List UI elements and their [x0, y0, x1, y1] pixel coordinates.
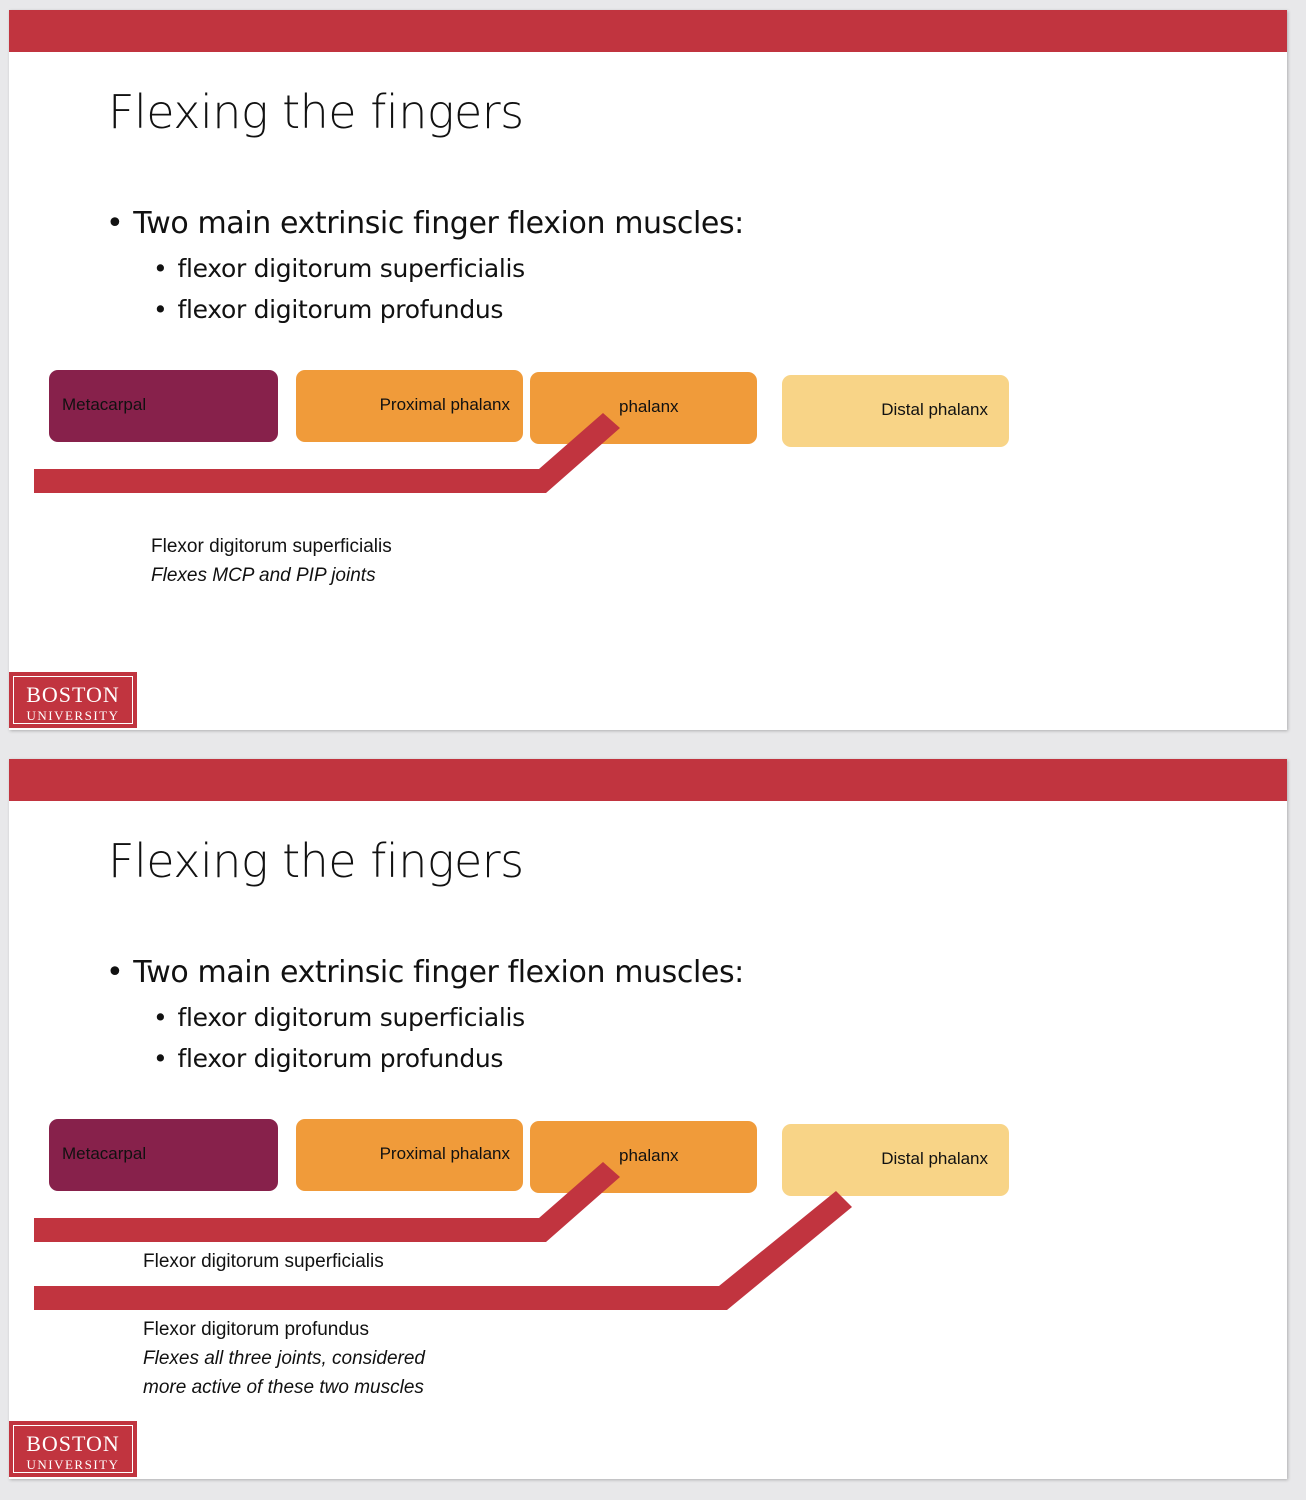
boston-university-logo: BOSTON UNIVERSITY — [9, 672, 137, 728]
slide-1: Flexing the fingers • Two main extrinsic … — [9, 10, 1287, 730]
bone-distal-phalanx: Distal phalanx — [782, 1124, 1009, 1196]
slide-title: Flexing the fingers — [108, 834, 524, 888]
bone-middle-phalanx: phalanx — [530, 1121, 757, 1193]
bone-metacarpal: Metacarpal — [49, 370, 278, 442]
main-bullet: • Two main extrinsic finger flexion muscl… — [106, 206, 744, 241]
bullet-dot: • — [153, 1003, 168, 1032]
sub-bullet-text: flexor digitorum superficialis — [177, 1003, 525, 1032]
sub-bullet-profundus: • flexor digitorum profundus — [153, 1044, 503, 1073]
slide-title: Flexing the fingers — [108, 85, 524, 139]
sub-bullet-superficialis: • flexor digitorum superficialis — [153, 1003, 525, 1032]
sub-bullet-text: flexor digitorum profundus — [177, 1044, 504, 1073]
caption-superficialis: Flexor digitorum superficialis Flexes MC… — [151, 532, 392, 590]
main-bullet-text: Two main extrinsic finger flexion muscle… — [133, 206, 744, 241]
bullet-dot: • — [106, 955, 124, 990]
main-bullet-text: Two main extrinsic finger flexion muscle… — [133, 955, 744, 990]
bone-label: phalanx — [619, 397, 679, 416]
header-bar — [9, 759, 1287, 801]
bone-label: Proximal phalanx — [379, 1144, 510, 1163]
main-bullet: • Two main extrinsic finger flexion muscl… — [106, 955, 744, 990]
caption-superficialis: Flexor digitorum superficialis — [143, 1247, 384, 1276]
caption-profundus: Flexor digitorum profundus Flexes all th… — [143, 1315, 425, 1402]
bone-label: Metacarpal — [62, 1144, 147, 1163]
bullet-dot: • — [153, 295, 168, 324]
bone-label: Proximal phalanx — [379, 395, 510, 414]
caption-profundus-desc-1: Flexes all three joints, considered — [143, 1348, 425, 1369]
header-bar — [9, 10, 1287, 52]
sub-bullet-text: flexor digitorum profundus — [177, 295, 504, 324]
slide-2: Flexing the fingers • Two main extrinsic … — [9, 759, 1287, 1479]
caption-profundus-desc-2: more active of these two muscles — [143, 1377, 424, 1398]
bone-proximal-phalanx: Proximal phalanx — [296, 370, 523, 442]
bullet-dot: • — [153, 254, 168, 283]
bone-distal-phalanx: Distal phalanx — [782, 375, 1009, 447]
sub-bullet-superficialis: • flexor digitorum superficialis — [153, 254, 525, 283]
caption-superficialis-name: Flexor digitorum superficialis — [151, 536, 392, 557]
bone-label: Metacarpal — [62, 395, 147, 414]
bullet-dot: • — [106, 206, 124, 241]
bone-metacarpal: Metacarpal — [49, 1119, 278, 1191]
sub-bullet-profundus: • flexor digitorum profundus — [153, 295, 503, 324]
bullet-dot: • — [153, 1044, 168, 1073]
caption-superficialis-desc: Flexes MCP and PIP joints — [151, 565, 376, 586]
bone-label: phalanx — [619, 1146, 679, 1165]
bone-label: Distal phalanx — [881, 1149, 988, 1168]
sub-bullet-text: flexor digitorum superficialis — [177, 254, 525, 283]
caption-superficialis-name: Flexor digitorum superficialis — [143, 1251, 384, 1272]
bone-label: Distal phalanx — [881, 400, 988, 419]
caption-profundus-name: Flexor digitorum profundus — [143, 1319, 369, 1340]
bone-middle-phalanx: phalanx — [530, 372, 757, 444]
bone-proximal-phalanx: Proximal phalanx — [296, 1119, 523, 1191]
boston-university-logo: BOSTON UNIVERSITY — [9, 1421, 137, 1477]
